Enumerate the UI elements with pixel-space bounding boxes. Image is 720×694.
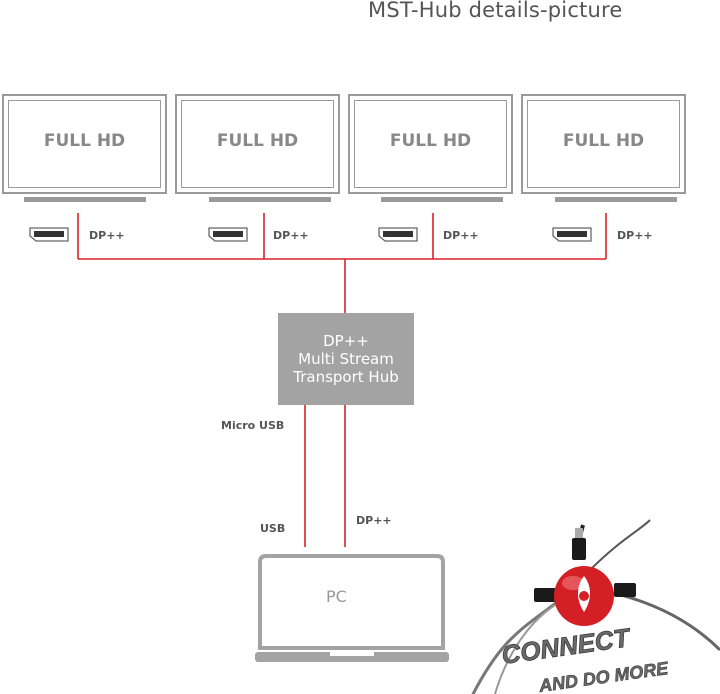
- hub-line-1: DP++: [323, 332, 369, 350]
- monitor-1-stand: [24, 197, 146, 202]
- port-label-4: DP++: [617, 229, 653, 242]
- monitor-3-label: FULL HD: [389, 131, 472, 151]
- logo-text-and-do-more: AND DO MORE: [537, 658, 670, 694]
- monitor-2-label: FULL HD: [216, 131, 299, 151]
- displayport-icon: [378, 227, 418, 242]
- dp-pc-label: DP++: [356, 514, 392, 527]
- mst-hub-box: DP++ Multi Stream Transport Hub: [278, 313, 414, 405]
- hub-line-3: Transport Hub: [293, 368, 399, 386]
- displayport-icon: [552, 227, 592, 242]
- monitor-2: FULL HD: [175, 94, 340, 194]
- port-label-1: DP++: [89, 229, 125, 242]
- product-photo: [471, 519, 720, 694]
- dp-wires: [77, 213, 607, 547]
- hub-line-2: Multi Stream: [298, 350, 394, 368]
- monitor-1-label: FULL HD: [43, 131, 126, 151]
- pc-label: PC: [326, 587, 347, 606]
- port-label-2: DP++: [273, 229, 309, 242]
- monitor-2-stand: [209, 197, 331, 202]
- monitor-3: FULL HD: [348, 94, 513, 194]
- micro-usb-label: Micro USB: [221, 419, 285, 432]
- usb-label: USB: [260, 522, 286, 535]
- monitor-4: FULL HD: [521, 94, 686, 194]
- monitor-1: FULL HD: [2, 94, 167, 194]
- displayport-icon: [208, 227, 248, 242]
- monitor-3-stand: [381, 197, 503, 202]
- monitor-4-label: FULL HD: [562, 131, 645, 151]
- laptop-icon: [255, 554, 449, 662]
- monitor-4-stand: [555, 197, 677, 202]
- page-title: MST-Hub details-picture: [368, 0, 623, 22]
- port-label-3: DP++: [443, 229, 479, 242]
- displayport-icon: [29, 227, 69, 242]
